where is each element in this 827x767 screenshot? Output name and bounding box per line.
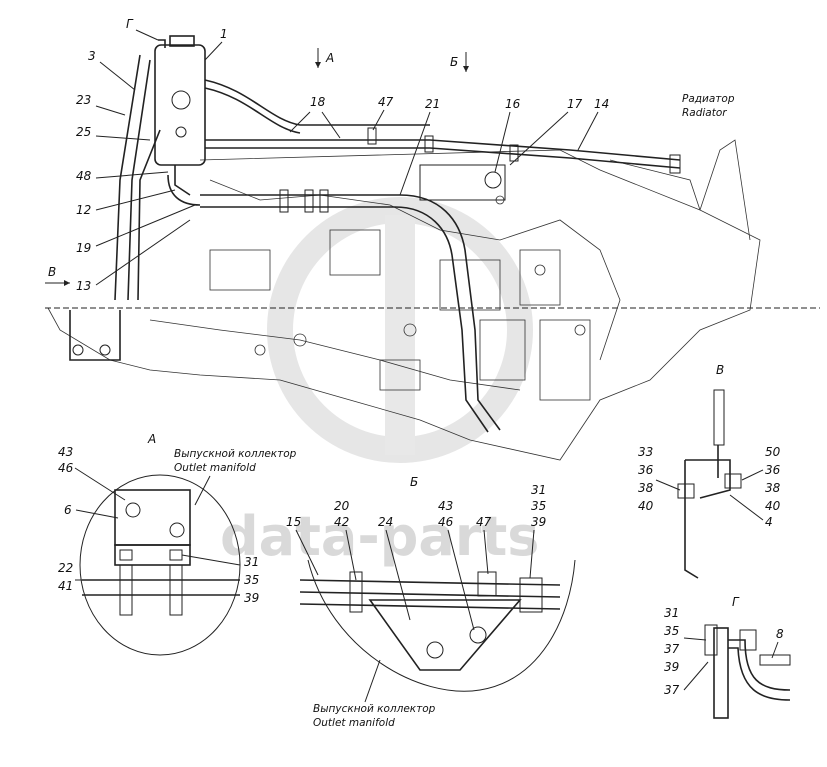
view-arrow-a: А: [325, 51, 334, 65]
detail-g-callout-37b: 37: [664, 683, 680, 697]
detail-a-callout-39: 39: [244, 591, 259, 605]
callout-16: 16: [505, 97, 521, 111]
callout-12: 12: [76, 203, 91, 217]
detail-a-callout-43: 43: [58, 445, 73, 459]
detail-b-callout-43: 43: [438, 499, 453, 513]
detail-a-callout-22: 22: [58, 561, 73, 575]
detail-g-callout-35: 35: [664, 624, 679, 638]
main-view: В А Б Г Радиатор Radiator 1 3 23 25 48 1…: [45, 17, 820, 461]
detail-b-callout-47: 47: [476, 515, 492, 529]
detail-a-title: А: [147, 432, 156, 446]
callout-19: 19: [76, 241, 91, 255]
detail-v-callout-right-36: 36: [765, 463, 781, 477]
detail-b-callout-15: 15: [286, 515, 301, 529]
view-arrow-g: Г: [126, 17, 134, 31]
detail-v: В 33 36 38 40 50 36 38 40 4: [638, 363, 781, 579]
detail-v-callout-4: 4: [765, 515, 773, 529]
detail-b-title: Б: [410, 475, 418, 489]
callout-23: 23: [76, 93, 91, 107]
detail-b-callout-35: 35: [531, 499, 546, 513]
detail-a-callout-6: 6: [64, 503, 72, 517]
callout-14: 14: [594, 97, 609, 111]
detail-b-callout-46: 46: [438, 515, 454, 529]
callout-17: 17: [567, 97, 583, 111]
detail-g-callout-37: 37: [664, 642, 680, 656]
detail-v-callout-right-40: 40: [765, 499, 781, 513]
callout-25: 25: [76, 125, 91, 139]
detail-g-title: Г: [732, 595, 740, 609]
callout-21: 21: [425, 97, 440, 111]
callout-18: 18: [310, 95, 326, 109]
detail-a-callout-46: 46: [58, 461, 74, 475]
detail-v-callout-left-38: 38: [638, 481, 654, 495]
detail-b: Б 15 20 42 24 43 46 47 31 35 39 Выпускно…: [286, 475, 576, 729]
detail-b-manifold-en: Outlet manifold: [313, 717, 395, 729]
detail-g-callout-8: 8: [776, 627, 784, 641]
detail-v-callout-left-36: 36: [638, 463, 654, 477]
detail-v-callout-left-33: 33: [638, 445, 653, 459]
radiator-label-ru: Радиатор: [682, 93, 735, 105]
callout-3: 3: [88, 49, 96, 63]
detail-a: А Выпускной коллектор Outlet manifold 43…: [58, 432, 297, 656]
detail-b-callout-42: 42: [334, 515, 349, 529]
detail-a-callout-41: 41: [58, 579, 73, 593]
detail-g-callout-39: 39: [664, 660, 679, 674]
detail-b-callout-31: 31: [531, 483, 546, 497]
detail-g-callout-31: 31: [664, 606, 679, 620]
view-arrow-b: Б: [450, 55, 458, 69]
detail-a-callout-35: 35: [244, 573, 259, 587]
detail-a-manifold-ru: Выпускной коллектор: [174, 448, 297, 460]
callout-47: 47: [378, 95, 394, 109]
detail-b-manifold-ru: Выпускной коллектор: [313, 703, 436, 715]
detail-b-callout-20: 20: [334, 499, 350, 513]
detail-a-callout-31: 31: [244, 555, 259, 569]
detail-v-callout-right-38: 38: [765, 481, 781, 495]
callout-13: 13: [76, 279, 91, 293]
detail-a-manifold-en: Outlet manifold: [174, 462, 256, 474]
callout-48: 48: [76, 169, 92, 183]
view-arrow-v: В: [48, 265, 56, 279]
detail-v-callout-right-50: 50: [765, 445, 781, 459]
detail-v-callout-left-40: 40: [638, 499, 654, 513]
detail-v-title: В: [716, 363, 724, 377]
callout-1: 1: [220, 27, 228, 41]
detail-b-callout-24: 24: [378, 515, 393, 529]
detail-g: Г 31 35 37 39 37 8: [664, 595, 791, 719]
detail-b-callout-39: 39: [531, 515, 546, 529]
radiator-label-en: Radiator: [682, 107, 727, 119]
